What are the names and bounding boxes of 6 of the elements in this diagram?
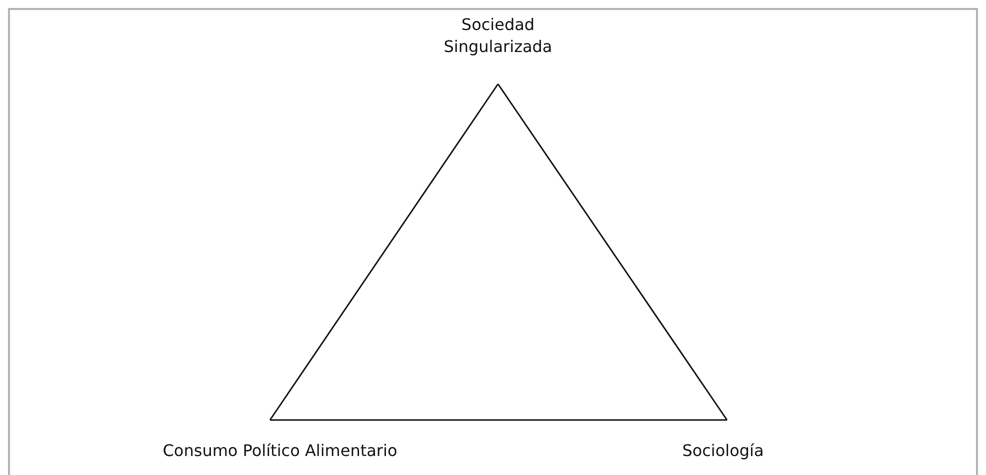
triangle-side [497, 84, 728, 420]
vertex-label: Sociología [668, 420, 778, 466]
vertex-label: Consumo Político Alimentario [140, 420, 420, 466]
vertex-label: Sociedad Singularizada [418, 14, 578, 84]
triangle-side [269, 84, 499, 420]
triangle-side [270, 419, 727, 421]
